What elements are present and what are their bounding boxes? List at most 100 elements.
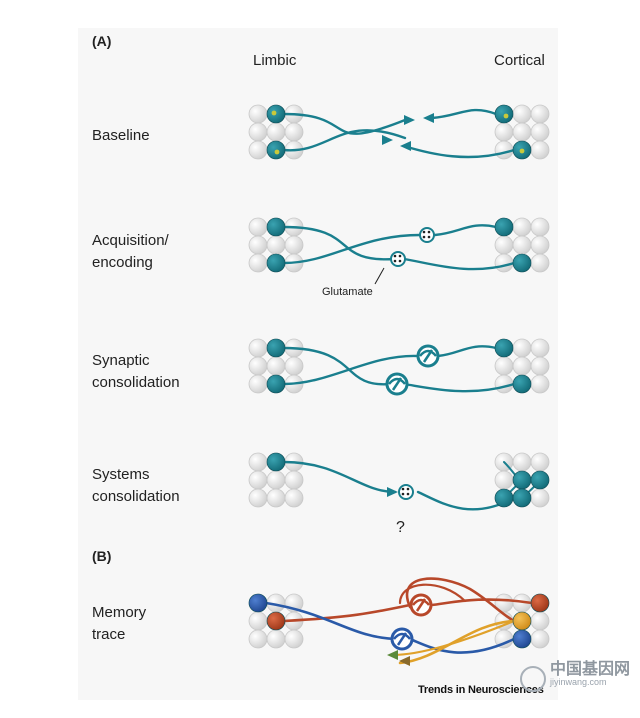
neuron [512, 122, 532, 142]
neuron [530, 217, 550, 237]
limbic-to-cortical-axon [282, 112, 407, 135]
cortical-to-limbic-axon [436, 345, 498, 358]
axon-terminal [399, 656, 410, 666]
neuron [248, 338, 268, 358]
neuron [530, 140, 550, 160]
vesicle [398, 254, 402, 258]
active-limbic-neuron [266, 217, 286, 237]
row-label-line: encoding [92, 254, 153, 271]
neuron [284, 122, 304, 142]
vesicle [393, 254, 397, 258]
marker-dot [519, 148, 525, 154]
row-label-line: Synaptic [92, 352, 150, 369]
active-limbic-neuron [266, 338, 286, 358]
limbic-to-cortical-axon [282, 346, 392, 386]
active-cortical-neuron [494, 488, 514, 508]
vesicle [401, 487, 405, 491]
synapse-spine [422, 349, 434, 363]
cortical-to-limbic-axon [402, 382, 516, 393]
active-limbic-neuron [266, 374, 286, 394]
neuron [512, 356, 532, 376]
row-label-baseline: Baseline [92, 125, 150, 147]
neuron [248, 629, 268, 649]
cortical-column-header: Cortical [494, 52, 545, 69]
neuron [248, 356, 268, 376]
neuron [248, 611, 268, 631]
red-trace-axon [282, 601, 422, 623]
cortical-to-limbic-axon [402, 144, 516, 159]
blue-trace-axon [408, 637, 516, 654]
neuron [530, 629, 550, 649]
active-cortical-neuron-orange [512, 611, 532, 631]
neuron [266, 488, 286, 508]
axon-terminal [387, 487, 398, 497]
vesicle [406, 487, 410, 491]
vesicle [427, 235, 431, 239]
vesicle [422, 230, 426, 234]
row-label-line: consolidation [92, 374, 180, 391]
vesicle [398, 259, 402, 263]
active-limbic-neuron [266, 452, 286, 472]
cortical-to-limbic-axon [433, 224, 498, 237]
synapse-spine [396, 632, 408, 646]
vesicle [406, 492, 410, 496]
glutamate-pointer [374, 267, 385, 285]
neuron [266, 470, 286, 490]
limbic-to-cortical-axon [282, 233, 422, 265]
active-cortical-neuron-blue [512, 629, 532, 649]
axon-terminal [423, 113, 434, 123]
neuron [248, 140, 268, 160]
active-cortical-neuron [494, 104, 514, 124]
row-label-line: Memory [92, 604, 147, 621]
neuron [530, 104, 550, 124]
neuron [284, 235, 304, 255]
limbic-column-header: Limbic [253, 52, 297, 69]
orange-trace-axon [398, 619, 516, 665]
neuron [530, 374, 550, 394]
panel-b-letter: (B) [92, 548, 112, 564]
red-trace-loop [398, 583, 467, 605]
orange-trace-axon [390, 619, 516, 657]
neuron [512, 217, 532, 237]
cortical-to-limbic-axon [402, 257, 516, 271]
neuron [248, 470, 268, 490]
synapse-spine [393, 632, 411, 640]
blue-trace-axon [264, 601, 397, 641]
neuron [530, 488, 550, 508]
synapse-spine [391, 377, 403, 391]
active-limbic-neuron-red [266, 611, 286, 631]
active-limbic-neuron [266, 253, 286, 273]
row-label-line: Baseline [92, 127, 150, 144]
neuron [530, 122, 550, 142]
marker-dot [271, 110, 277, 116]
neuron [248, 217, 268, 237]
active-neurons [248, 104, 550, 649]
row-label-acquisition: Acquisition/ encoding [92, 230, 169, 274]
vesicle [422, 235, 426, 239]
neuron [530, 338, 550, 358]
neuron [494, 470, 514, 490]
neuron [284, 629, 304, 649]
row-label-line: consolidation [92, 488, 180, 505]
neuron [512, 338, 532, 358]
neuron [512, 104, 532, 124]
limbic-to-cortical-axon [282, 225, 397, 261]
row-label-line: trace [92, 626, 126, 643]
neuron [284, 356, 304, 376]
synaptic-bouton [419, 227, 435, 243]
watermark-cn-text: 中国基因网 [550, 661, 631, 678]
neuron [512, 452, 532, 472]
neuron [248, 122, 268, 142]
axon-terminal [387, 650, 398, 660]
neuron [248, 104, 268, 124]
neuron [284, 488, 304, 508]
row-label-line: Systems [92, 466, 150, 483]
active-cortical-neuron [512, 374, 532, 394]
neuron [248, 253, 268, 273]
figure-background [78, 28, 558, 700]
limbic-to-cortical-axon [282, 460, 397, 494]
neuron [284, 470, 304, 490]
cortical-to-limbic-axon [430, 108, 498, 120]
neuron [512, 235, 532, 255]
limbic-to-cortical-axon [282, 354, 420, 386]
